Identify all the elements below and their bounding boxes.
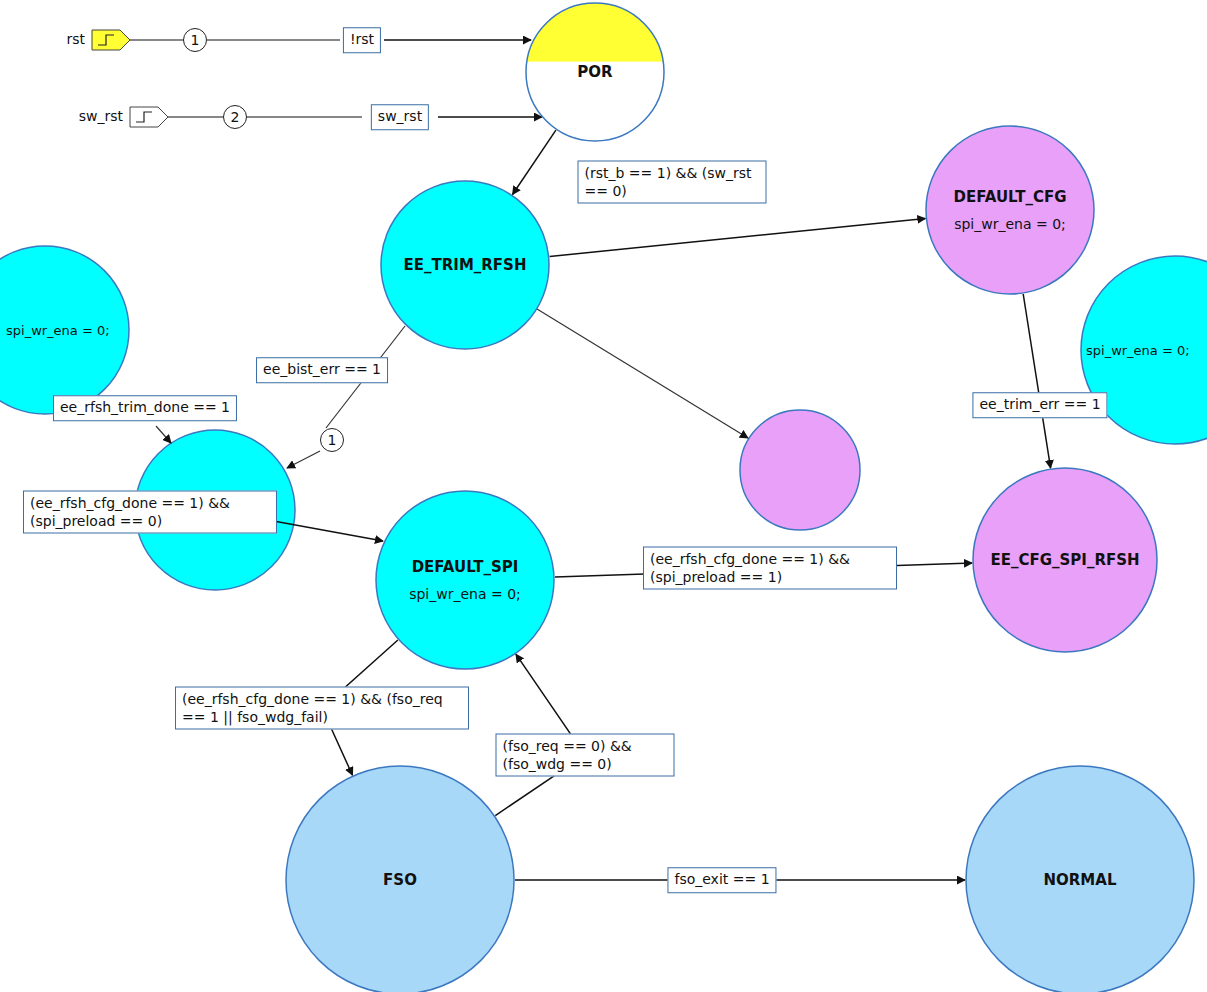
transition-label: (ee_rfsh_cfg_done == 1) && (fso_req == 1… bbox=[175, 687, 469, 730]
transition-label: sw_rst bbox=[371, 104, 429, 130]
callout-number: 1 bbox=[183, 28, 207, 52]
inport-symbol bbox=[130, 107, 168, 127]
signal-wire bbox=[130, 39, 183, 40]
state-shape bbox=[381, 181, 549, 349]
step-glyph bbox=[98, 35, 114, 45]
transition-label: ee_bist_err == 1 bbox=[256, 357, 388, 383]
state-shape bbox=[966, 766, 1194, 992]
transition-label: (fso_req == 0) && (fso_wdg == 0) bbox=[496, 734, 675, 777]
state-action: spi_wr_ena = 0; bbox=[1086, 343, 1190, 358]
signal-name: sw_rst bbox=[76, 107, 126, 127]
transition-arrow bbox=[1023, 294, 1050, 468]
state-name: EE_TRIM_RFSH bbox=[404, 256, 527, 274]
state-text-group: DEFAULT_SPI spi_wr_ena = 0; bbox=[375, 490, 555, 670]
state-shape bbox=[0, 246, 129, 414]
state-action: spi_wr_ena = 0; bbox=[409, 586, 521, 602]
transition-line bbox=[156, 426, 171, 443]
transition-label: (rst_b == 1) && (sw_rst == 0) bbox=[578, 161, 767, 204]
state-text-group: spi_wr_ena = 0; bbox=[6, 323, 110, 338]
transition-label: fso_exit == 1 bbox=[667, 867, 776, 893]
callout-number: 1 bbox=[320, 428, 344, 452]
state-name: POR bbox=[577, 63, 612, 81]
signal-wire bbox=[438, 116, 542, 117]
state-action: spi_wr_ena = 0; bbox=[6, 323, 110, 338]
state-circle: EE_TRIM_RFSH bbox=[380, 180, 550, 350]
state-shape bbox=[973, 468, 1157, 652]
state-outline bbox=[925, 125, 1095, 295]
state-text-group: NORMAL bbox=[965, 765, 1195, 992]
signal-wire bbox=[247, 116, 362, 117]
state-text-group: EE_TRIM_RFSH bbox=[380, 180, 550, 350]
state-circle: NORMAL bbox=[965, 765, 1195, 992]
state-outline bbox=[375, 490, 555, 670]
state-text-group: DEFAULT_CFG spi_wr_ena = 0; bbox=[925, 125, 1095, 295]
sw-rst-port bbox=[130, 107, 168, 127]
state-text-group: EE_CFG_SPI_RFSH bbox=[972, 467, 1158, 653]
state-text-group: POR bbox=[525, 2, 665, 142]
transition-label: ee_rfsh_trim_done == 1 bbox=[53, 395, 237, 421]
transition-line bbox=[268, 520, 383, 541]
state-name: NORMAL bbox=[1044, 871, 1117, 889]
transition-label: ee_trim_err == 1 bbox=[972, 392, 1107, 418]
state-action: spi_wr_ena = 0; bbox=[954, 216, 1066, 232]
signal-name: rst bbox=[63, 30, 88, 50]
state-circle: FSO bbox=[285, 765, 515, 992]
transition-label: (ee_rfsh_cfg_done == 1) && (spi_preload … bbox=[23, 491, 277, 534]
state-name: DEFAULT_CFG bbox=[954, 188, 1067, 206]
state-shape bbox=[926, 126, 1094, 294]
state-circle: DEFAULT_CFG spi_wr_ena = 0; bbox=[925, 125, 1095, 295]
transition-arrow bbox=[513, 130, 556, 194]
inport-symbol bbox=[92, 30, 130, 50]
signal-wire bbox=[384, 39, 531, 40]
transition-line bbox=[537, 309, 748, 438]
state-text-group: spi_wr_ena = 0; bbox=[1086, 343, 1190, 358]
transition-arrow bbox=[550, 219, 926, 257]
transition-label: !rst bbox=[343, 27, 381, 53]
state-shape bbox=[376, 491, 554, 669]
signal-wire bbox=[207, 39, 340, 40]
state-circle: EE_CFG_SPI_RFSH bbox=[972, 467, 1158, 653]
signal-wire bbox=[168, 116, 223, 117]
state-name: FSO bbox=[383, 871, 417, 889]
state-text-group: FSO bbox=[285, 765, 515, 992]
state-shape bbox=[286, 766, 514, 992]
state-circle bbox=[740, 410, 860, 530]
state-circle: POR bbox=[525, 2, 665, 142]
transition-line bbox=[287, 451, 320, 468]
state-circle: DEFAULT_SPI spi_wr_ena = 0; bbox=[375, 490, 555, 670]
rst-port bbox=[92, 30, 130, 50]
callout-number: 2 bbox=[223, 105, 247, 129]
state-shape bbox=[526, 3, 664, 141]
state-name: EE_CFG_SPI_RFSH bbox=[990, 551, 1139, 569]
state-name: DEFAULT_SPI bbox=[412, 558, 519, 576]
step-glyph bbox=[136, 112, 152, 122]
transition-label: (ee_rfsh_cfg_done == 1) && (spi_preload … bbox=[643, 547, 897, 590]
state-circle: spi_wr_ena = 0; bbox=[0, 245, 130, 415]
